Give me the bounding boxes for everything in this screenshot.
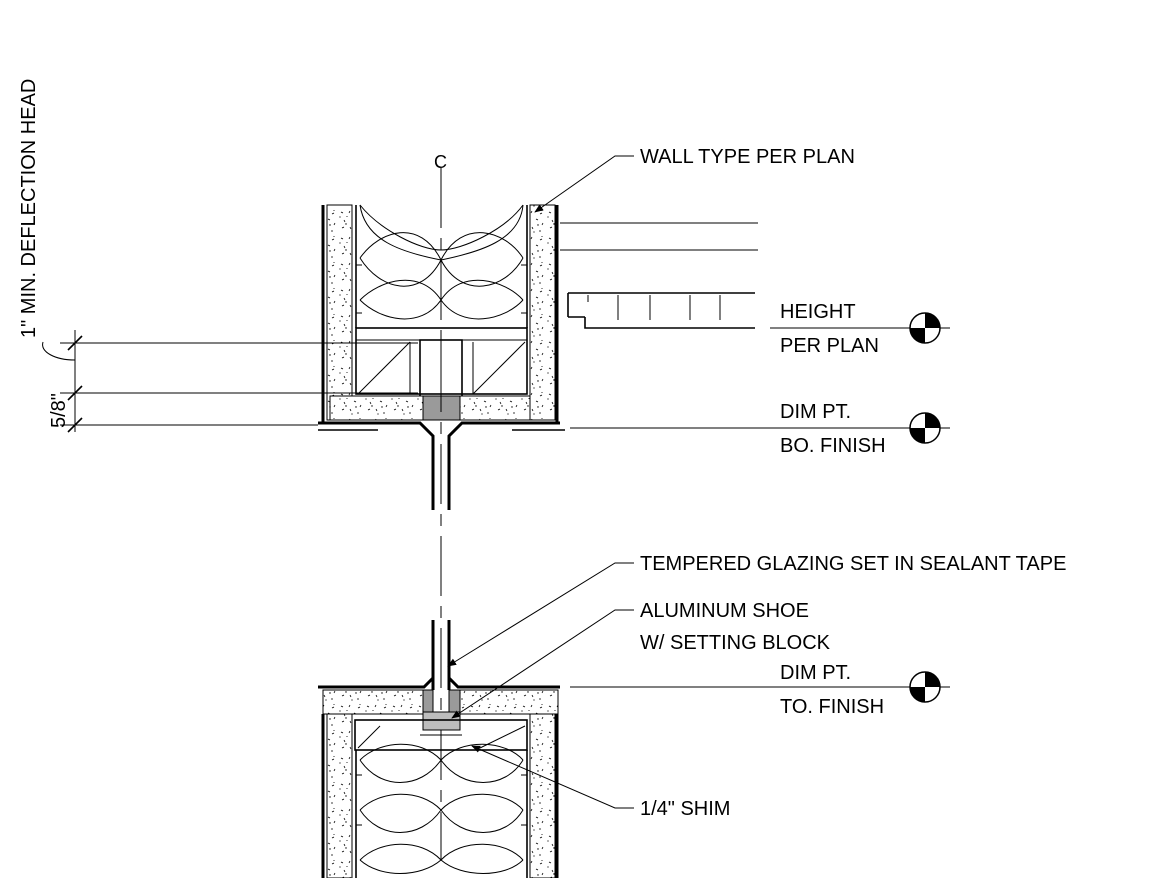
aluminum-shoe-label: ALUMINUM SHOE xyxy=(640,600,809,622)
centerline-label: C xyxy=(434,152,447,172)
height-marker-label-1: HEIGHT xyxy=(780,301,856,323)
batt-insulation-sill xyxy=(359,743,524,874)
bo-finish-marker-label-2: BO. FINISH xyxy=(780,435,886,457)
wall-type-label: WALL TYPE PER PLAN xyxy=(640,146,855,168)
to-finish-marker-label-2: TO. FINISH xyxy=(780,696,884,718)
callout-wall-type: WALL TYPE PER PLAN xyxy=(534,146,855,213)
gypsum-board-left xyxy=(326,204,353,421)
dimension-lines xyxy=(42,330,418,433)
callout-aluminum-shoe: ALUMINUM SHOE W/ SETTING BLOCK xyxy=(451,600,831,719)
setting-block-label: W/ SETTING BLOCK xyxy=(640,632,831,654)
shim-label: 1/4" SHIM xyxy=(640,798,730,820)
elevation-marker-top-finish: DIM PT. TO. FINISH xyxy=(570,662,950,718)
sill-wall-section xyxy=(318,674,560,878)
callout-glazing: TEMPERED GLAZING SET IN SEALANT TAPE xyxy=(447,553,1066,667)
head-wall-section xyxy=(318,204,565,510)
callout-shim: 1/4" SHIM xyxy=(471,745,730,820)
bo-finish-marker-label-1: DIM PT. xyxy=(780,401,851,423)
glazing-label: TEMPERED GLAZING SET IN SEALANT TAPE xyxy=(640,553,1066,575)
elevation-marker-height: HEIGHT PER PLAN xyxy=(770,301,950,357)
elevation-marker-bottom-finish: DIM PT. BO. FINISH xyxy=(570,401,950,457)
deflection-dimension-label: 1" MIN. DEFLECTION HEAD xyxy=(18,79,40,338)
centerline: C xyxy=(434,152,447,860)
gypsum-board-right xyxy=(529,204,556,421)
height-marker-label-2: PER PLAN xyxy=(780,335,879,357)
shim-height-dimension-label: 5/8" xyxy=(48,393,70,428)
adjacent-ceiling xyxy=(560,222,758,329)
to-finish-marker-label-1: DIM PT. xyxy=(780,662,851,684)
